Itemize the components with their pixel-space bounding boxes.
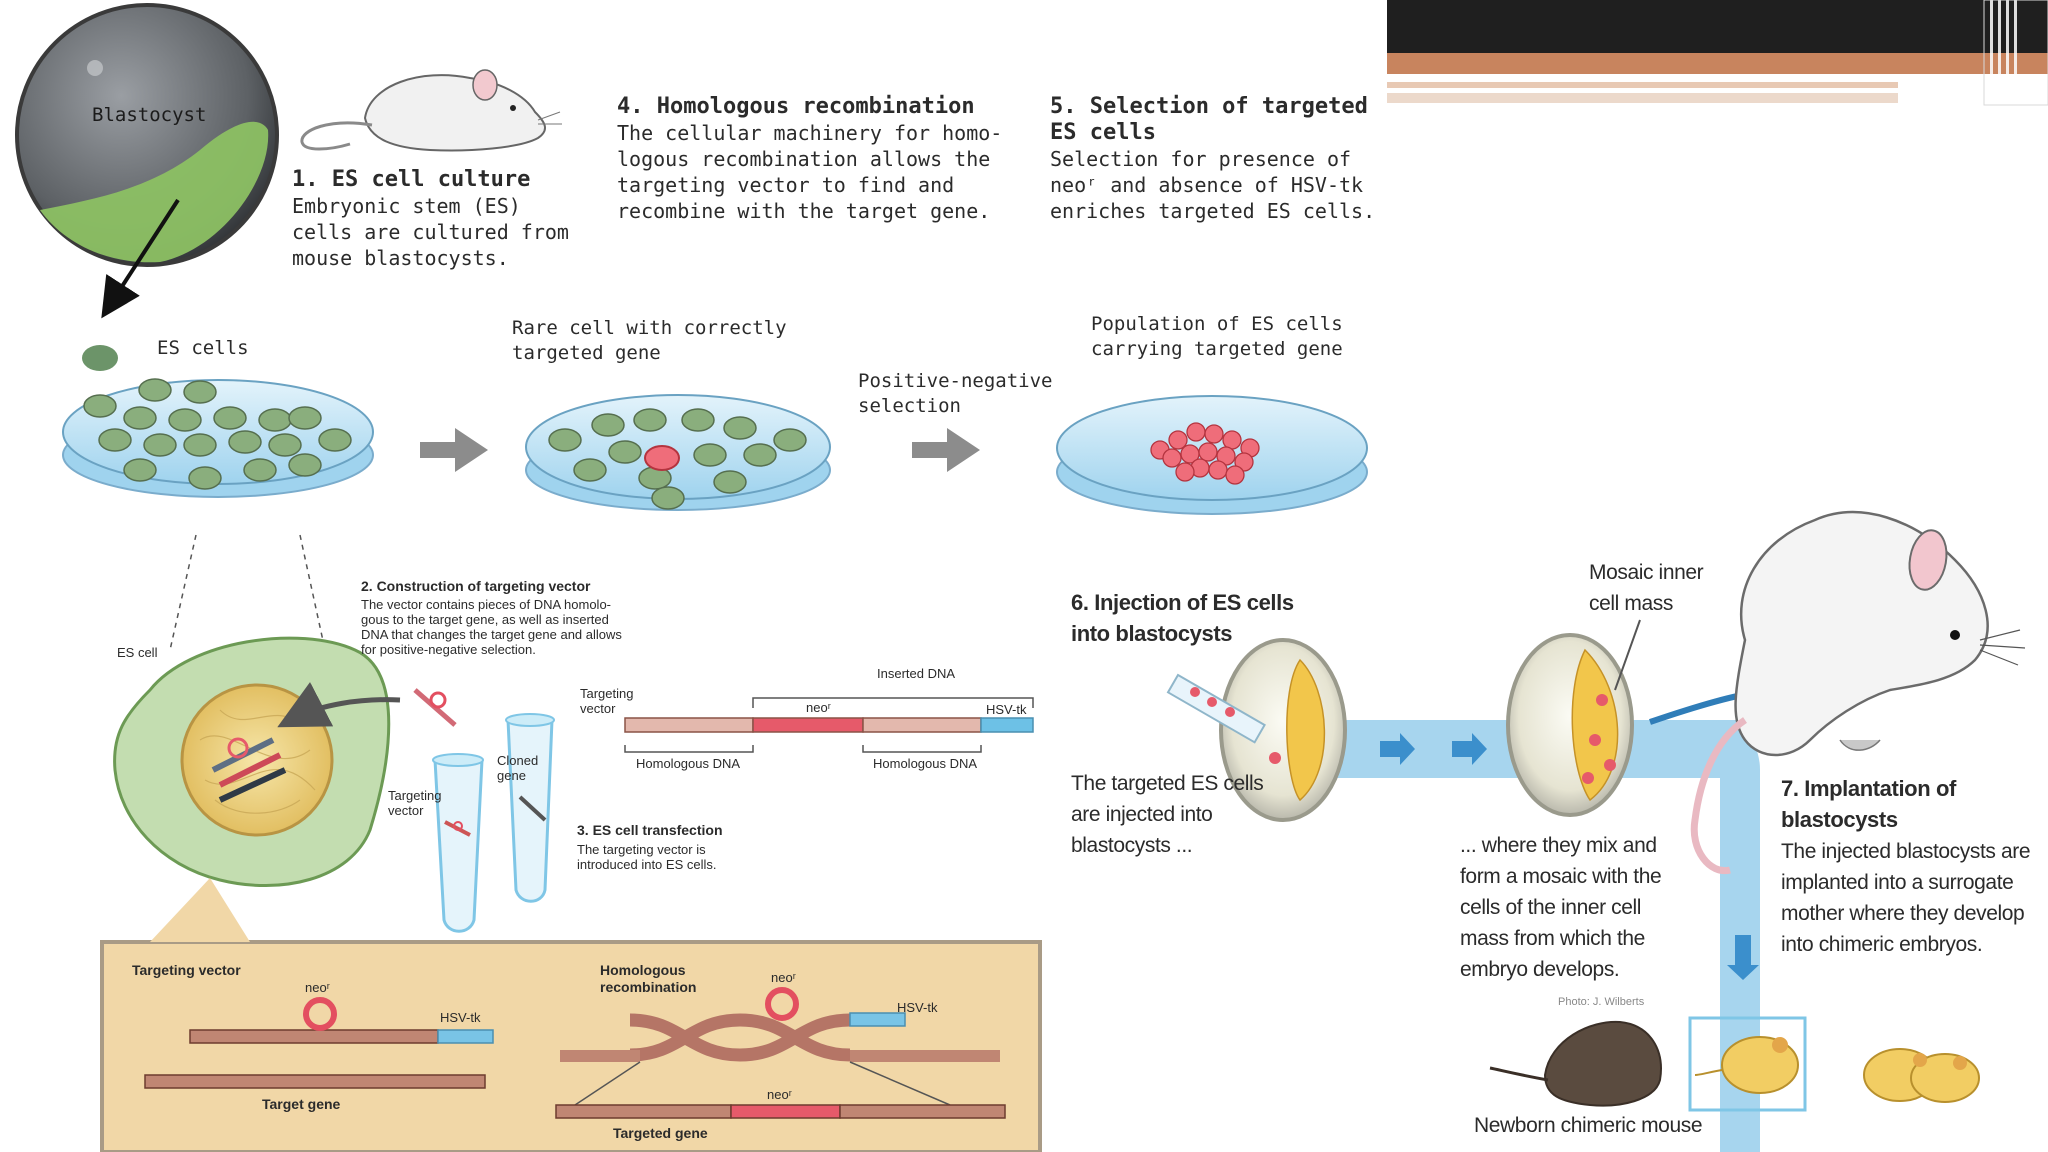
label-positive-negative: Positive-negative selection xyxy=(858,370,1053,417)
blastocyst-sphere xyxy=(15,3,279,267)
dish2-cells xyxy=(548,408,807,510)
chimeric-pup-1 xyxy=(1694,1036,1799,1094)
photo-credit: Photo: J. Wilberts xyxy=(1558,996,1645,1008)
step-7-title: 7. Implantation of blastocysts xyxy=(1781,776,1956,832)
label-es-cell-small: ES cell xyxy=(117,645,158,660)
label-mosaic-inner: Mosaic inner cell mass xyxy=(1589,561,1704,615)
step-3-title: 3. ES cell transfection xyxy=(577,822,723,838)
label-population: Population of ES cells carrying targeted… xyxy=(1091,313,1343,360)
dish3-red-cells xyxy=(1150,422,1260,485)
label-homologous-dna-left: Homologous DNA xyxy=(636,756,741,771)
label-cloned-gene: Cloned gene xyxy=(497,753,539,783)
mosaic-blastocyst xyxy=(1506,619,1641,817)
blastocyst-label: Blastocyst xyxy=(92,104,207,126)
highlighted-pup-frame xyxy=(1688,1016,1807,1112)
inset-targeted-gene: Targeted gene xyxy=(613,1125,708,1141)
inset-homologous-recombination: Homologous recombination xyxy=(600,962,697,995)
label-targeting-vector: Targeting vector xyxy=(580,686,634,716)
petri-dish-population xyxy=(1056,395,1368,515)
inset-neo-bottom: neoʳ xyxy=(767,1087,792,1102)
step-6-body: The targeted ES cells are injected into … xyxy=(1071,772,1264,857)
step-4-body: The cellular machinery for homo- logous … xyxy=(617,121,1003,223)
injected-blastocyst xyxy=(1166,638,1347,822)
chimeric-pups xyxy=(1863,1048,1980,1103)
step-7-body: The injected blastocysts are implanted i… xyxy=(1781,840,2031,956)
label-neo-mid: neoʳ xyxy=(806,700,831,715)
surrogate-mother-mouse xyxy=(1690,511,2026,875)
label-hsv-mid: HSV-tk xyxy=(986,702,1027,717)
step-1-title: 1. ES cell culture xyxy=(292,167,531,192)
step-4-title: 4. Homologous recombination xyxy=(617,94,975,119)
inset-hsv-left: HSV-tk xyxy=(440,1010,481,1025)
targeting-vector-tube xyxy=(432,753,484,933)
inset-hsv-right: HSV-tk xyxy=(897,1000,938,1015)
cloned-gene-tube xyxy=(505,713,555,903)
recombination-inset xyxy=(100,878,1042,1152)
step-2-body: The vector contains pieces of DNA homolo… xyxy=(361,597,622,657)
label-rare-cell: Rare cell with correctly targeted gene xyxy=(512,317,787,364)
slide-corner-decoration xyxy=(1387,0,2048,106)
inset-neo-right: neoʳ xyxy=(771,970,796,985)
grey-arrow-1 xyxy=(420,428,488,472)
step-5-title: 5. Selection of targeted ES cells xyxy=(1050,94,1368,145)
label-targeting-vector-tube: Targeting vector xyxy=(388,788,442,818)
newborn-chimeric-mouse xyxy=(1489,1020,1662,1107)
step-2-title: 2. Construction of targeting vector xyxy=(361,578,591,594)
label-es-cells: ES cells xyxy=(157,337,249,359)
inset-targeting-vector: Targeting vector xyxy=(132,962,241,978)
dish1-cells xyxy=(83,378,352,490)
arrow-blastocyst-to-cells xyxy=(101,198,180,319)
targeting-vector-diagram xyxy=(624,697,1034,753)
step-3-body: The targeting vector is introduced into … xyxy=(577,842,717,872)
step-6-title: 6. Injection of ES cells into blastocyst… xyxy=(1071,590,1294,646)
mouse-top xyxy=(300,69,562,152)
label-inserted-dna: Inserted DNA xyxy=(877,666,956,681)
label-newborn-chimeric-mouse: Newborn chimeric mouse xyxy=(1474,1114,1703,1137)
label-homologous-dna-right: Homologous DNA xyxy=(873,756,978,771)
label-where-they-mix: ... where they mix and form a mosaic wit… xyxy=(1460,834,1662,981)
step-1-body: Embryonic stem (ES) cells are cultured f… xyxy=(292,194,569,270)
rare-targeted-cell xyxy=(644,445,680,471)
es-cell-detail xyxy=(113,636,391,887)
step-5-body: Selection for presence of neoʳ and absen… xyxy=(1050,147,1376,223)
grey-arrow-2 xyxy=(912,428,980,472)
inset-target-gene: Target gene xyxy=(262,1096,341,1112)
inset-neo-left: neoʳ xyxy=(305,980,330,995)
